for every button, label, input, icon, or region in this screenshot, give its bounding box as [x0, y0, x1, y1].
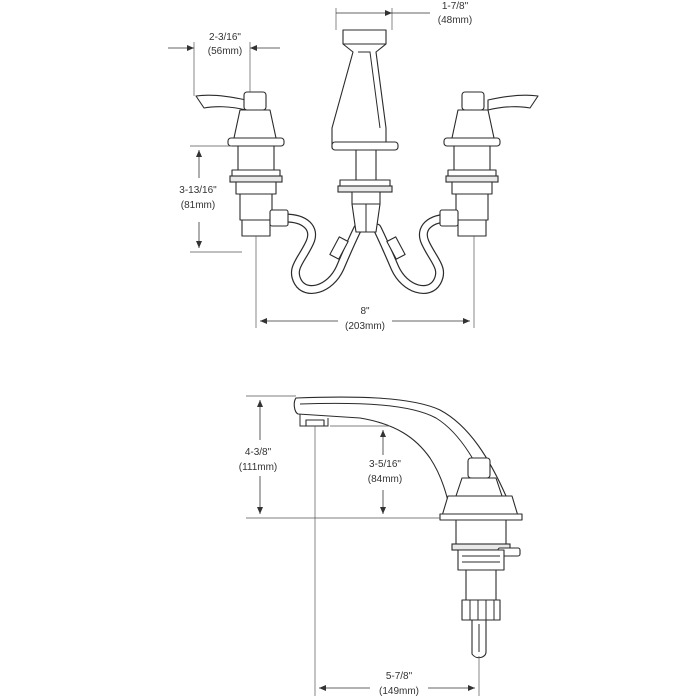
outlet-height-metric: (84mm) — [368, 474, 402, 485]
spout-height-imperial: 4-3/8" — [245, 447, 272, 458]
dimension-spout-height: 4-3/8" (111mm) — [239, 395, 440, 519]
spout-width-metric: (48mm) — [438, 15, 472, 26]
dimension-spout-reach: 5-7/8" (149mm) — [314, 426, 480, 697]
shank-length-metric: (81mm) — [181, 200, 215, 211]
right-valve — [439, 91, 539, 237]
outlet-height-imperial: 3-5/16" — [369, 459, 401, 470]
dimension-shank-length: 3-13/16" (81mm) — [179, 145, 242, 253]
center-spread-imperial: 8" — [360, 306, 370, 317]
handle-width-metric: (56mm) — [208, 46, 242, 57]
spout-width-imperial: 1-7/8" — [442, 1, 469, 12]
shank-length-imperial: 3-13/16" — [179, 185, 217, 196]
left-valve — [195, 91, 289, 237]
valve-body-side — [451, 519, 521, 659]
side-elevation-view: 4-3/8" (111mm) 3-5/16" (84mm) 5-7/8" (14… — [239, 395, 523, 697]
dimension-outlet-height: 3-5/16" (84mm) — [330, 425, 402, 514]
dimension-spout-width: 1-7/8" (48mm) — [335, 1, 472, 30]
spout-reach-metric: (149mm) — [379, 686, 419, 697]
dimension-handle-width: 2-3/16" (56mm) — [168, 32, 280, 96]
center-spread-metric: (203mm) — [345, 321, 385, 332]
spout-front — [331, 29, 399, 233]
handle-width-imperial: 2-3/16" — [209, 32, 241, 43]
dimension-center-spread: 8" (203mm) — [255, 236, 475, 332]
front-elevation-view: 1-7/8" (48mm) 2-3/16" (56mm) 3-13/16" (8… — [168, 1, 539, 332]
spout-height-metric: (111mm) — [239, 462, 278, 473]
supply-hoses — [280, 213, 455, 294]
spout-reach-imperial: 5-7/8" — [386, 671, 413, 682]
